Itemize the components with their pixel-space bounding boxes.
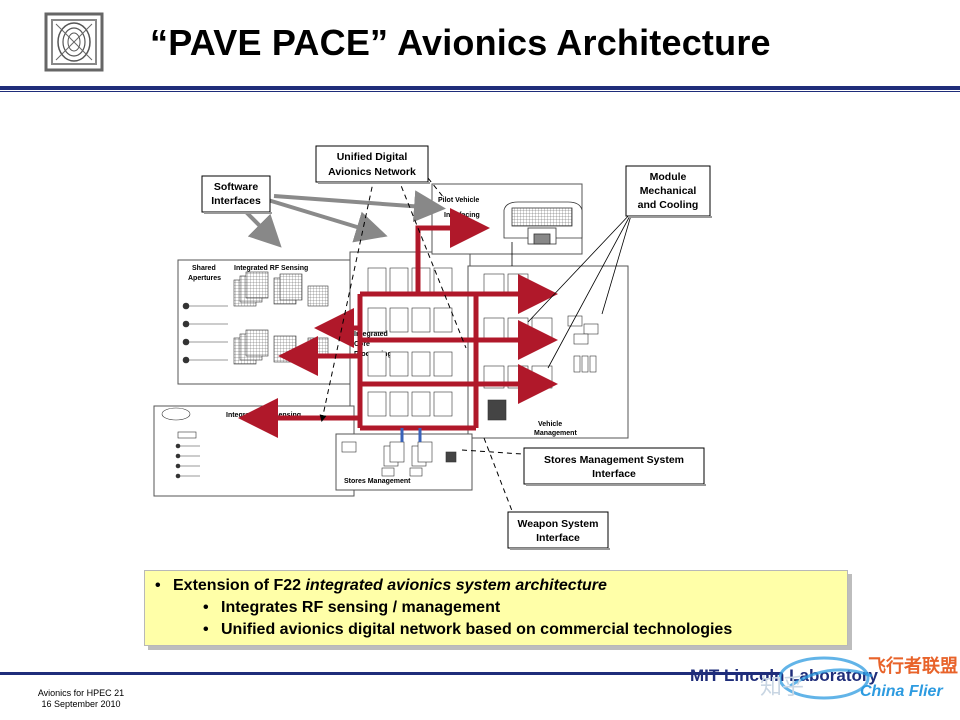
core-label-1: Integrated [354, 331, 388, 338]
shared-apertures-label-2: Apertures [188, 275, 221, 282]
svg-text:Interface: Interface [536, 532, 580, 544]
lincoln-lab-logo [44, 12, 104, 72]
svg-text:Interface: Interface [592, 468, 636, 480]
stores-modules [341, 441, 457, 477]
footer-rule [0, 672, 780, 675]
svg-text:Avionics Network: Avionics Network [328, 166, 416, 178]
summary-line-1: •Extension of F22 integrated avionics sy… [155, 577, 607, 594]
vehicle-mgmt-label-1: Vehicle [538, 421, 562, 428]
core-modules [367, 267, 453, 417]
avionics-architecture-diagram: Pilot Vehicle Interfacing Shared Apertur… [153, 145, 712, 550]
stores-interface-callout: Stores Management System Interface [523, 447, 706, 486]
unified-network-callout: Unified Digital Avionics Network [315, 145, 430, 184]
summary-callout: •Extension of F22 integrated avionics sy… [144, 570, 848, 646]
svg-text:and Cooling: and Cooling [638, 199, 699, 211]
svg-text:Stores Management System: Stores Management System [544, 454, 684, 466]
integrated-rf-label: Integrated RF Sensing [234, 265, 308, 272]
svg-text:Interfaces: Interfaces [211, 195, 261, 207]
svg-text:Module: Module [650, 171, 687, 183]
svg-text:Software: Software [214, 181, 259, 193]
page-title: “PAVE PACE” Avionics Architecture [150, 22, 771, 63]
china-flier-watermark: 知乎 飞行者联盟 China Flier [760, 655, 958, 700]
svg-text:知乎: 知乎 [760, 675, 804, 700]
weapon-system-callout: Weapon System Interface [507, 511, 610, 550]
svg-text:飞行者联盟: 飞行者联盟 [868, 655, 958, 677]
dashed-leaders [319, 177, 523, 517]
stores-mgmt-label: Stores Management [344, 478, 411, 485]
module-mechanical-callout: Module Mechanical and Cooling [625, 165, 712, 218]
eo-elements [161, 407, 200, 479]
header-rule [0, 86, 960, 90]
pilot-vehicle-label-2: Interfacing [444, 212, 480, 219]
svg-text:China Flier: China Flier [860, 683, 943, 700]
shared-apertures-label-1: Shared [192, 265, 216, 272]
pilot-vehicle-label-1: Pilot Vehicle [438, 197, 479, 204]
footer-left: Avionics for HPEC 21 16 September 2010 [37, 688, 125, 709]
svg-text:Mechanical: Mechanical [640, 185, 697, 197]
software-interfaces-callout: Software Interfaces [201, 175, 272, 214]
header-rule-thin [0, 91, 960, 92]
pointer-arrows [242, 190, 446, 248]
vehicle-mgmt-label-2: Management [534, 430, 577, 437]
cockpit-sketch [503, 201, 583, 245]
summary-line-2: •Integrates RF sensing / management [203, 599, 501, 616]
solid-leaders [511, 211, 633, 369]
stores-links [400, 428, 422, 442]
svg-text:Weapon System: Weapon System [518, 518, 599, 530]
summary-line-3: •Unified avionics digital network based … [203, 621, 733, 638]
svg-text:Unified Digital: Unified Digital [337, 151, 408, 163]
